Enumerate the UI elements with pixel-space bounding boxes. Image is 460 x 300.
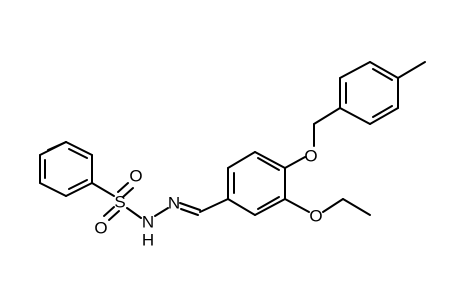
bond bbox=[254, 198, 286, 216]
bond bbox=[65, 182, 93, 197]
bond bbox=[339, 107, 371, 125]
atom-o-ethoxy: O bbox=[309, 207, 322, 226]
bond-inner bbox=[257, 157, 280, 171]
atom-o-sulfonyl-bottom: O bbox=[94, 219, 107, 238]
bond bbox=[91, 182, 115, 197]
bond bbox=[180, 208, 199, 216]
bond-inner bbox=[68, 179, 88, 190]
bond bbox=[39, 182, 67, 197]
bond bbox=[126, 207, 142, 219]
bond bbox=[313, 107, 341, 125]
atom-s: S bbox=[114, 193, 125, 212]
tolyl-ring bbox=[339, 61, 426, 125]
bond bbox=[117, 182, 129, 193]
bond bbox=[122, 187, 134, 198]
atom-n-amine: N bbox=[142, 213, 154, 232]
bond bbox=[227, 151, 256, 169]
bond bbox=[369, 61, 399, 79]
bond bbox=[227, 198, 256, 216]
bond bbox=[284, 198, 310, 213]
central-ring bbox=[227, 151, 286, 216]
sulfonyl-group bbox=[91, 182, 142, 221]
bond bbox=[254, 151, 286, 169]
bond bbox=[284, 156, 306, 169]
bond bbox=[199, 198, 229, 213]
phenyl-ring bbox=[39, 141, 93, 197]
benzyloxy-group bbox=[284, 107, 341, 169]
bond bbox=[103, 206, 115, 217]
bond bbox=[322, 198, 344, 213]
bond-inner bbox=[68, 148, 88, 159]
atom-o-sulfonyl-top: O bbox=[129, 167, 142, 186]
bond bbox=[154, 207, 169, 217]
bond bbox=[397, 61, 426, 79]
hydrazone-linker bbox=[154, 198, 229, 217]
bond bbox=[339, 61, 371, 79]
bond-inner bbox=[372, 68, 393, 81]
bond bbox=[108, 210, 120, 221]
atom-n-imine: N bbox=[168, 194, 180, 213]
atom-labels: S O O N N H O O bbox=[94, 147, 322, 250]
bond bbox=[65, 141, 93, 156]
bond bbox=[39, 141, 67, 156]
bond bbox=[369, 107, 399, 125]
atom-h-amine: H bbox=[142, 231, 154, 250]
bond bbox=[342, 198, 371, 216]
bond-inner bbox=[372, 105, 393, 118]
bond bbox=[179, 202, 201, 211]
ethoxy-group bbox=[284, 198, 371, 216]
atom-o-benzyloxy: O bbox=[304, 147, 317, 166]
bond-inner bbox=[257, 196, 280, 210]
